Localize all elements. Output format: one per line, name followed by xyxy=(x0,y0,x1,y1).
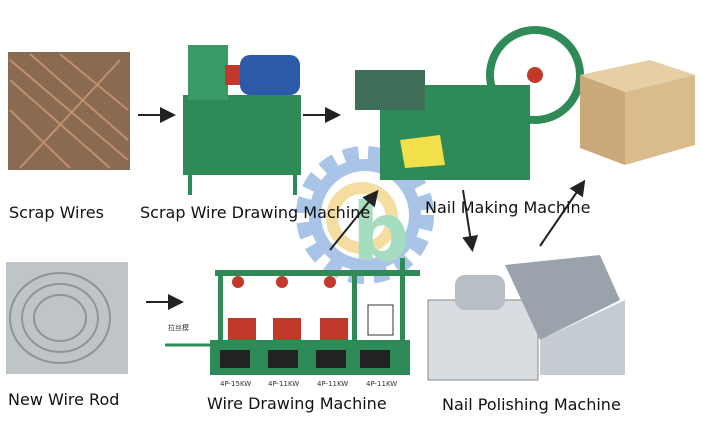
logo-gear-icon: b xyxy=(296,146,434,284)
motor-plate: 4P-15KW xyxy=(220,380,251,388)
motor-plate: 4P-11KW xyxy=(268,380,299,388)
motor-plate: 4P-11KW xyxy=(366,380,397,388)
svg-text:b: b xyxy=(352,186,409,279)
nail-making-machine-image xyxy=(355,26,584,180)
wire-drawing-machine-image: 拉丝模 4P-15KW 4P-11KW 4P-11KW 4P-11KW xyxy=(165,258,420,388)
label-wire-drawing-machine: Wire Drawing Machine xyxy=(207,394,387,413)
arrow-down xyxy=(462,189,479,252)
wooden-crate-image xyxy=(580,60,695,165)
wire-die-label: 拉丝模 xyxy=(168,323,189,332)
nail-polishing-machine-image xyxy=(427,255,625,381)
motor-plate: 4P-11KW xyxy=(317,380,348,388)
arrow-up xyxy=(539,179,586,247)
label-nail-polishing-machine: Nail Polishing Machine xyxy=(442,395,621,414)
label-new-wire-rod: New Wire Rod xyxy=(8,390,120,409)
label-scrap-wires: Scrap Wires xyxy=(9,203,104,222)
label-nail-making-machine: Nail Making Machine xyxy=(425,198,591,217)
scrap-wires-image xyxy=(8,52,130,170)
scrap-wire-drawing-machine-image xyxy=(183,45,301,195)
arrow-diagonal xyxy=(329,189,379,251)
label-scrap-wire-drawing-machine: Scrap Wire Drawing Machine xyxy=(140,203,371,222)
new-wire-rod-image xyxy=(6,262,128,374)
